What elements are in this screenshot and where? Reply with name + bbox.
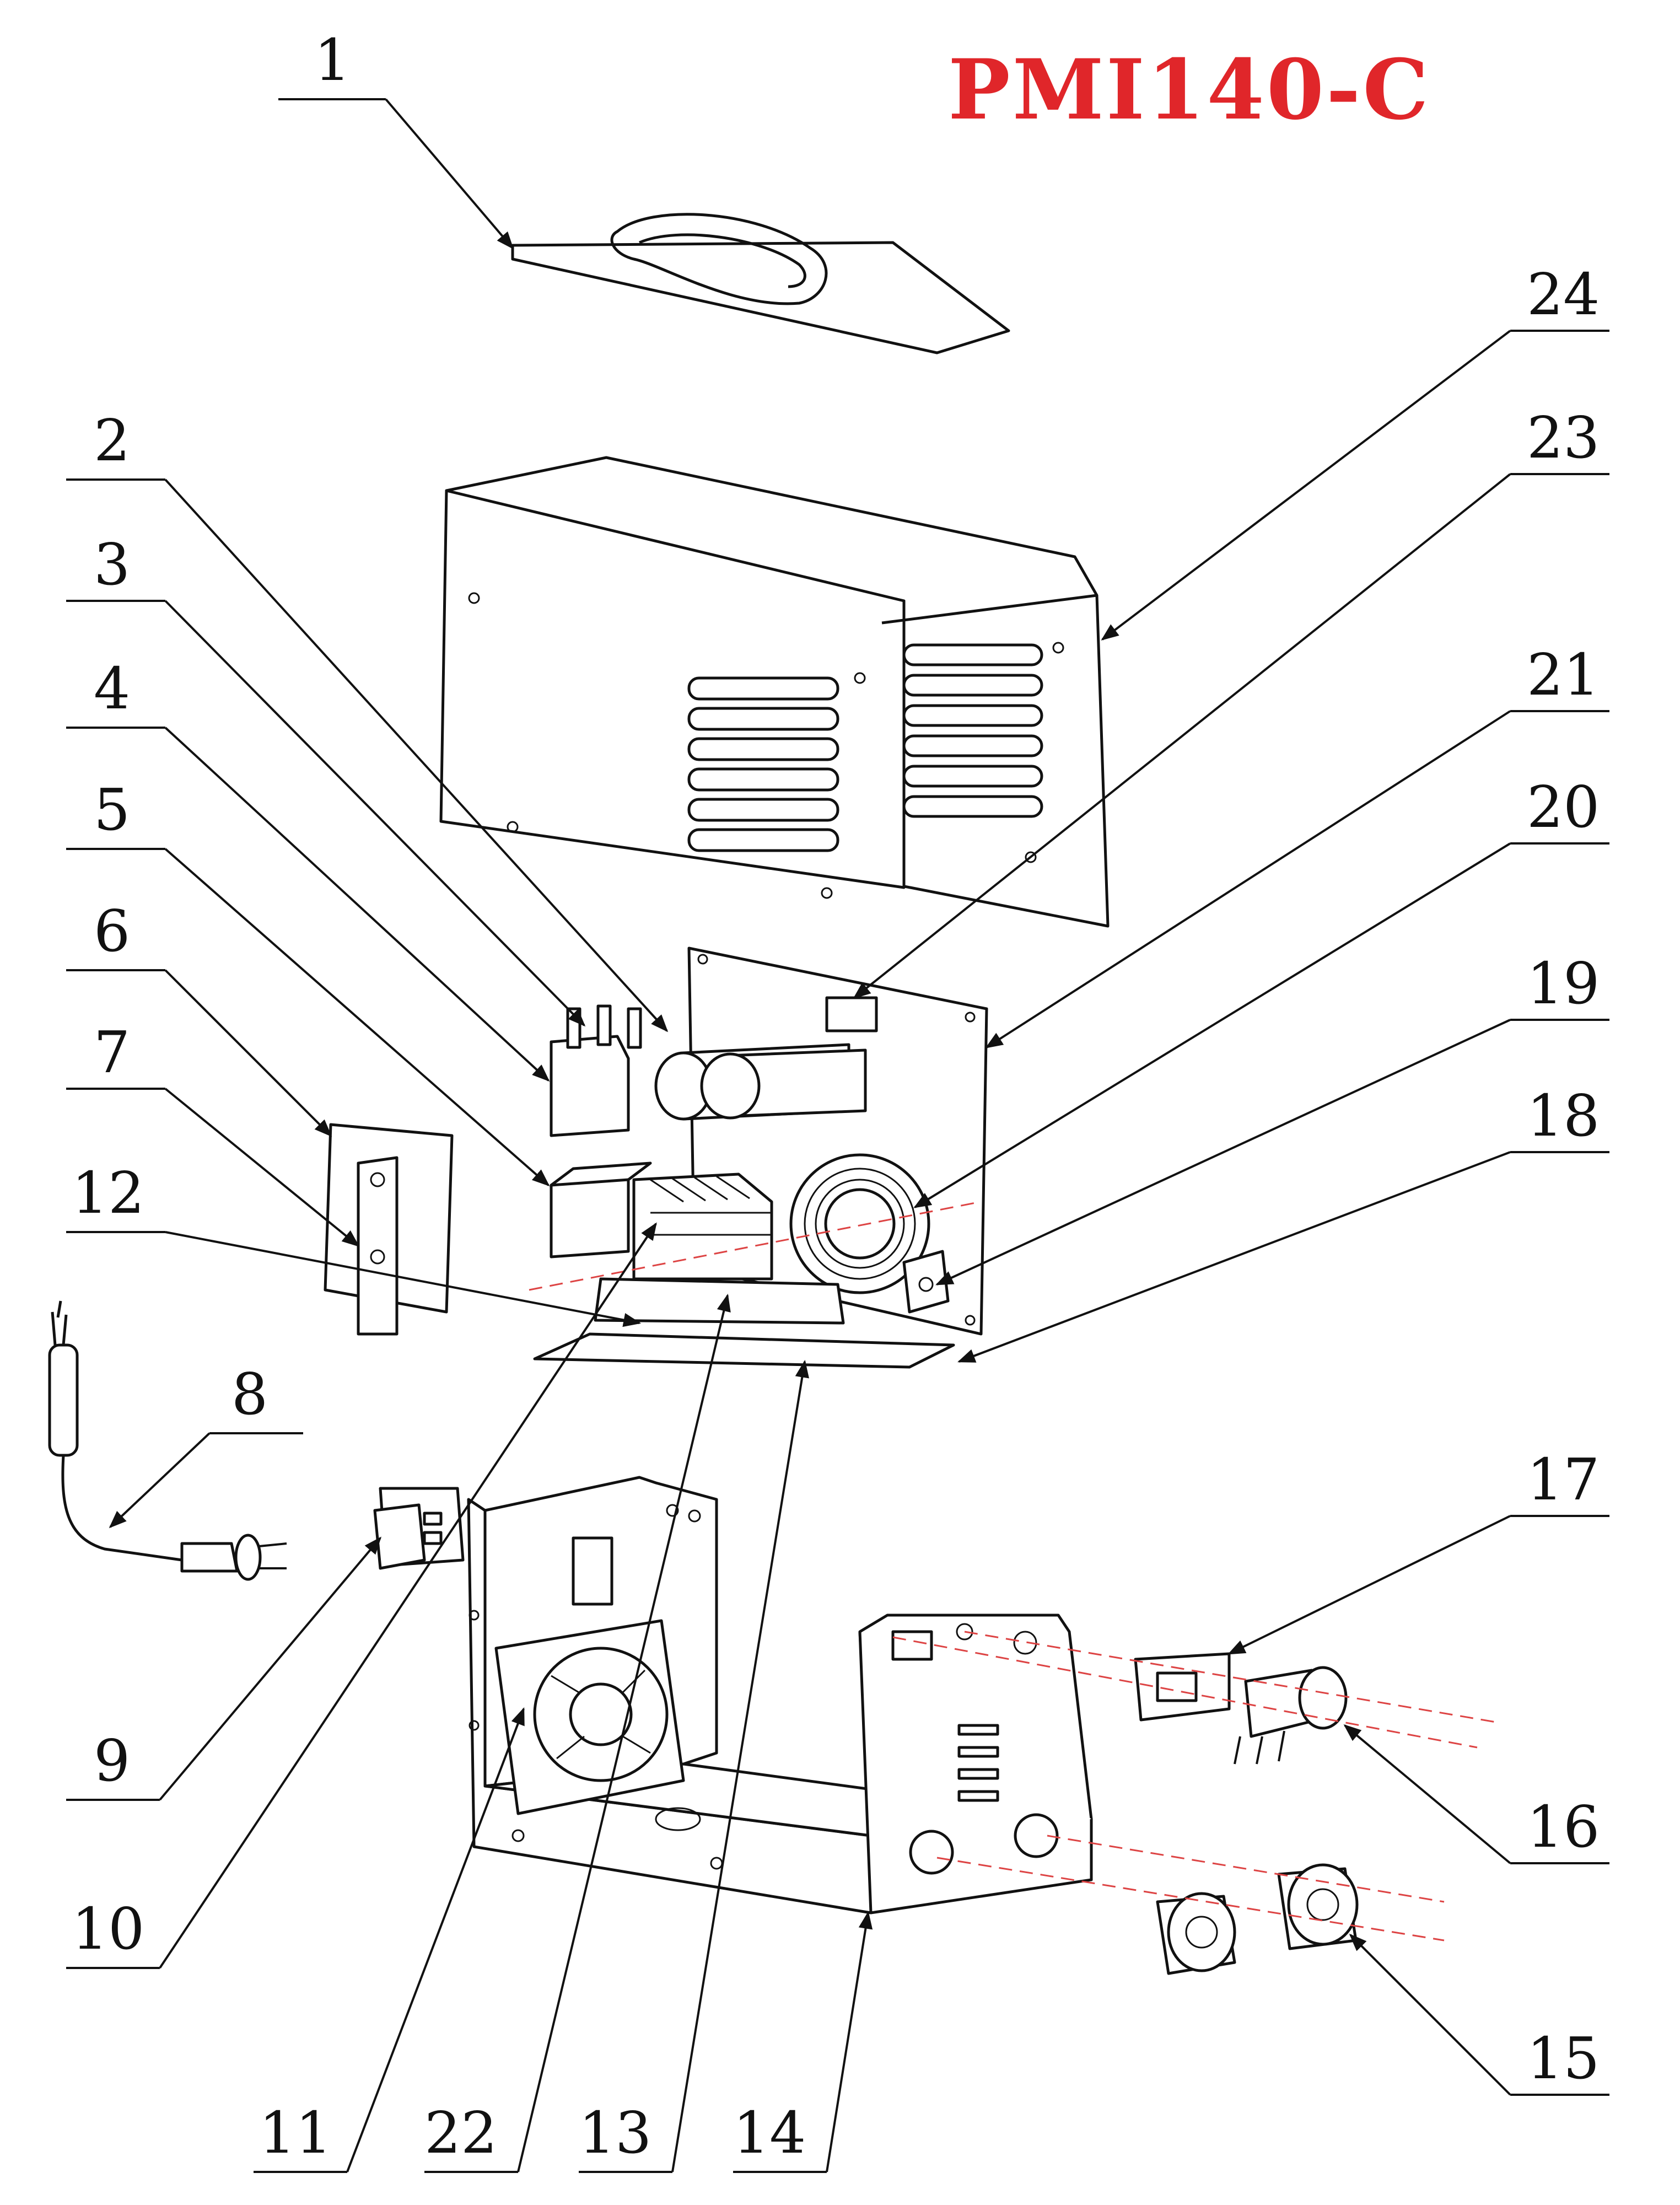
label-19: 19 bbox=[1527, 950, 1600, 1017]
label-9: 9 bbox=[94, 1727, 130, 1794]
label-15: 15 bbox=[1527, 2025, 1600, 2092]
part-heatsink-center bbox=[632, 1173, 773, 1281]
part-handle bbox=[511, 213, 1010, 354]
label-18: 18 bbox=[1527, 1082, 1600, 1149]
label-17: 17 bbox=[1527, 1446, 1600, 1513]
cover-vents-front bbox=[687, 676, 839, 852]
label-23: 23 bbox=[1527, 404, 1600, 471]
label-1: 1 bbox=[314, 26, 351, 94]
label-12: 12 bbox=[72, 1159, 144, 1227]
part-bridge-rectifier bbox=[357, 1156, 399, 1336]
part-potentiometer-knob bbox=[1234, 1666, 1348, 1765]
part-power-cord bbox=[48, 1300, 287, 1581]
part-rectifier-upper bbox=[550, 1004, 642, 1137]
part-heatsink-left bbox=[550, 1161, 652, 1259]
assembly-axes bbox=[529, 1201, 1500, 1942]
label-16: 16 bbox=[1527, 1793, 1600, 1860]
label-11: 11 bbox=[259, 2099, 332, 2166]
pcb-chip bbox=[825, 996, 878, 1032]
part-capacitors bbox=[654, 1043, 867, 1121]
label-21: 21 bbox=[1527, 641, 1600, 708]
label-3: 3 bbox=[94, 531, 130, 598]
label-14: 14 bbox=[733, 2099, 806, 2166]
part-output-sockets bbox=[1156, 1863, 1359, 1975]
cover-vents-side bbox=[902, 643, 1043, 818]
model-title: PMI140-C bbox=[948, 41, 1431, 138]
part-labels: 1 2 3 4 5 6 7 12 8 9 10 11 22 13 14 24 2… bbox=[72, 26, 1600, 2166]
part-terminal-18 bbox=[902, 1250, 950, 1314]
label-4: 4 bbox=[94, 655, 130, 722]
label-24: 24 bbox=[1527, 261, 1600, 328]
label-20: 20 bbox=[1527, 773, 1600, 841]
label-10: 10 bbox=[72, 1895, 144, 1962]
part-top-cover bbox=[439, 456, 1110, 928]
label-13: 13 bbox=[579, 2099, 651, 2166]
part-cooling-fan bbox=[494, 1619, 685, 1815]
label-6: 6 bbox=[94, 897, 130, 965]
label-2: 2 bbox=[94, 407, 130, 474]
part-front-panel bbox=[858, 1614, 1093, 1914]
label-8: 8 bbox=[231, 1360, 268, 1428]
leader-lines bbox=[66, 98, 1609, 2173]
part-power-switch bbox=[373, 1487, 465, 1570]
label-5: 5 bbox=[94, 776, 130, 843]
part-knob-bracket bbox=[1134, 1652, 1231, 1722]
label-7: 7 bbox=[94, 1019, 130, 1086]
label-22: 22 bbox=[424, 2099, 497, 2166]
part-inductor-coil bbox=[789, 1153, 930, 1294]
